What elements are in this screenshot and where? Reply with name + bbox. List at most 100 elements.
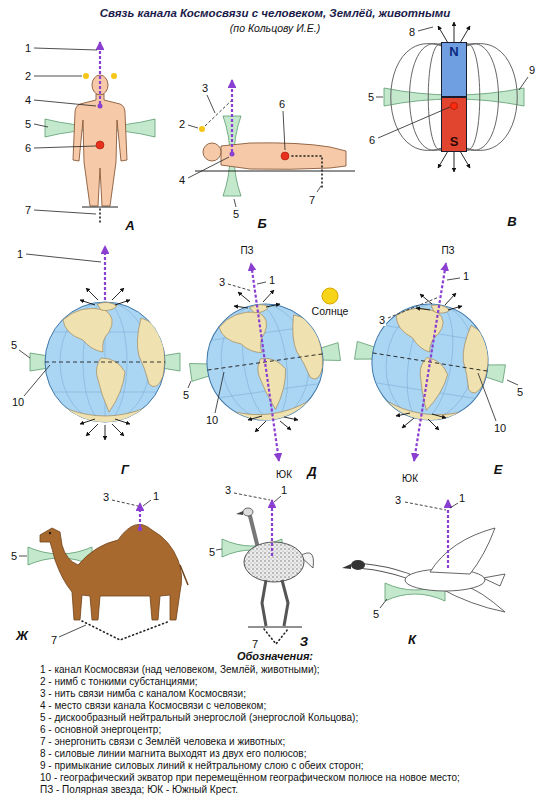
pole-arrow bbox=[115, 300, 130, 305]
callout-number: 2 bbox=[24, 70, 32, 82]
legend-text: 3 - нить связи нимба с каналом Космосвяз… bbox=[40, 688, 246, 699]
field-arrow bbox=[460, 151, 470, 168]
nimbus-thread bbox=[234, 493, 270, 500]
leader-line bbox=[380, 599, 387, 608]
legend-text: 10 - географический экватор при перемещё… bbox=[40, 772, 460, 783]
leader-line bbox=[257, 282, 266, 284]
pole-arrow bbox=[80, 288, 130, 440]
pole-arrow bbox=[80, 300, 95, 305]
field-line bbox=[461, 44, 517, 151]
nimbus-thread bbox=[228, 284, 252, 291]
sun-symbol bbox=[322, 288, 338, 304]
pole-arrow bbox=[86, 288, 98, 300]
goose bbox=[362, 566, 408, 576]
callout-number: 6 bbox=[278, 98, 286, 110]
leader-line bbox=[19, 27, 528, 637]
callout-number: 3 bbox=[378, 314, 386, 326]
cosmic-channel bbox=[414, 263, 446, 461]
star-label: ПЗ bbox=[440, 245, 455, 256]
legend-item: 5 - дискообразный нейтральный энергослой… bbox=[40, 712, 358, 724]
camel bbox=[28, 500, 188, 640]
leader-line bbox=[188, 381, 191, 388]
callout-number: 3 bbox=[201, 82, 209, 94]
nimbus-thread bbox=[388, 297, 439, 318]
panel-letter: В bbox=[506, 215, 517, 229]
leader-line bbox=[34, 100, 96, 106]
human-standing bbox=[45, 42, 155, 222]
pole-arrow bbox=[115, 419, 130, 424]
pole-arrow bbox=[80, 419, 95, 424]
ostrich bbox=[244, 542, 304, 582]
cosmic-channel bbox=[99, 42, 101, 104]
sun-circle: Солнце bbox=[306, 286, 354, 322]
leader-line bbox=[26, 254, 101, 262]
pole-arrow bbox=[105, 425, 106, 440]
callout-number: 4 bbox=[24, 94, 32, 106]
callout-number: 7 bbox=[24, 204, 32, 216]
leader-line bbox=[19, 556, 27, 557]
callout-number: 5 bbox=[367, 91, 375, 103]
channel-point bbox=[98, 104, 103, 109]
callout-number: 10 bbox=[205, 414, 219, 426]
callout-number: 7 bbox=[50, 634, 58, 646]
leader-line bbox=[34, 210, 96, 214]
ostrich bbox=[248, 627, 302, 628]
goose bbox=[362, 566, 408, 576]
panel-letter: З bbox=[299, 635, 309, 649]
pole-arrow bbox=[432, 414, 446, 418]
callout-number: 1 bbox=[280, 484, 288, 496]
field-arrow bbox=[438, 151, 448, 168]
leader-line bbox=[507, 380, 518, 385]
leader-line bbox=[19, 350, 30, 358]
pole-arrow bbox=[428, 419, 439, 430]
nimbus-dot bbox=[111, 73, 117, 79]
legend-text: 6 - основной энергоцентр; bbox=[40, 724, 161, 735]
human-standing bbox=[82, 207, 118, 208]
channel-point bbox=[230, 152, 235, 157]
callout-number: 3 bbox=[224, 484, 232, 496]
earth-globe bbox=[217, 297, 332, 435]
pole-arrow bbox=[280, 421, 291, 430]
camel bbox=[49, 532, 51, 534]
leader-line bbox=[447, 278, 460, 280]
callout-number: 1 bbox=[24, 42, 32, 54]
callout-number: 1 bbox=[462, 270, 470, 282]
pole-arrow bbox=[402, 418, 414, 428]
callout-number: 3 bbox=[394, 494, 402, 506]
star-label: ЮК bbox=[275, 469, 293, 480]
legend-item: 10 - географический экватор при перемещё… bbox=[40, 772, 460, 784]
ostrich bbox=[262, 580, 288, 626]
subtitle: (по Кольцову И.Е.) bbox=[229, 23, 321, 35]
callout-number: 1 bbox=[458, 492, 466, 504]
equator-line bbox=[45, 362, 165, 363]
panel-letter: Е bbox=[493, 463, 504, 477]
pole-letter: S bbox=[450, 135, 459, 149]
earth-thread bbox=[264, 629, 288, 644]
camel bbox=[180, 565, 188, 585]
pole-arrow bbox=[396, 413, 410, 416]
field-arrow bbox=[438, 22, 470, 172]
pole-arrow bbox=[416, 308, 430, 310]
field-arrow bbox=[454, 22, 455, 42]
leader-line bbox=[34, 146, 96, 148]
ostrich bbox=[250, 516, 258, 548]
cosmic-channel bbox=[139, 503, 141, 527]
nimbus-dot bbox=[199, 126, 205, 132]
panel-letter: К bbox=[407, 633, 417, 647]
cosmic-channel bbox=[447, 500, 449, 568]
pole-arrow bbox=[238, 292, 250, 302]
magnet-pole-box: S bbox=[441, 97, 467, 152]
sun-label: Солнце bbox=[312, 306, 349, 318]
pole-arrow bbox=[234, 306, 248, 308]
nimbus-dot bbox=[83, 73, 89, 79]
leader-line bbox=[34, 124, 48, 127]
leader-line bbox=[317, 186, 321, 192]
leader-line bbox=[24, 365, 50, 396]
nimbus-thread bbox=[112, 500, 138, 506]
energy-center bbox=[451, 103, 458, 110]
legend-text: 4 - место связи канала Космосвязи с чело… bbox=[40, 700, 266, 711]
leader-line bbox=[234, 199, 236, 207]
pole-arrow bbox=[248, 416, 262, 420]
pole-arrow bbox=[445, 293, 456, 305]
field-arrow bbox=[460, 26, 470, 43]
